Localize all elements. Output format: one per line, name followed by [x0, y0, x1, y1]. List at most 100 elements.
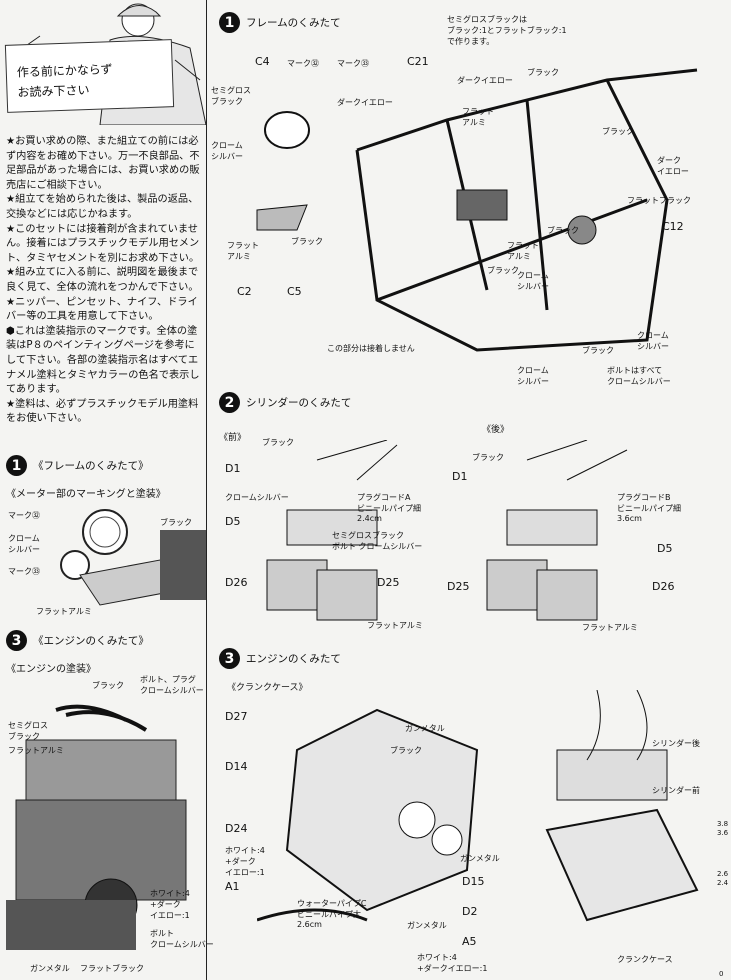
- label-semigloss: セミグロス ブラック: [211, 86, 251, 106]
- label-chrome-1: クローム シルバー: [211, 141, 243, 161]
- label-not-glued: この部分は接着しません: [327, 344, 415, 353]
- crank-black: ブラック: [390, 746, 422, 755]
- label-crankcase: クランクケース: [617, 955, 673, 964]
- note-2: ★組立てを始められた後は、製品の返品、交換などには応じかねます。: [6, 194, 199, 220]
- cyl-rear-d25: D25: [447, 580, 470, 593]
- part-c2: C2: [237, 285, 252, 298]
- step-title: エンジンのくみたて: [246, 653, 341, 665]
- label-mark32: マーク㉜: [287, 59, 319, 68]
- label-bolts-chrome: ボルトはすべて クロームシルバー: [607, 366, 671, 386]
- cyl-front-black: ブラック: [262, 438, 294, 447]
- left-section-1: 1 《フレームのくみたて》: [6, 455, 149, 476]
- label-chrome: クローム シルバー: [8, 534, 40, 554]
- label-black-4: ブラック: [582, 346, 614, 355]
- label-flat-alu-3: フラット アルミ: [507, 241, 539, 261]
- engine-label-flat-black: フラットブラック: [80, 964, 144, 973]
- label-black-2: ブラック: [291, 237, 323, 246]
- engine-label-white: ホワイト:4 +ダーク イエロー:1: [150, 889, 190, 920]
- cyl-front-flat-alu: フラットアルミ: [367, 621, 423, 630]
- meter-subtitle: 《メーター部のマーキングと塗装》: [6, 489, 166, 500]
- step1-header: 1 フレームのくみたて: [219, 12, 341, 33]
- label-cylinder-rear: シリンダー後: [652, 739, 700, 748]
- crank-white: ホワイト:4 +ダーク イエロー:1: [225, 846, 265, 877]
- part-c5: C5: [287, 285, 302, 298]
- label-dark-yellow-2: ダーク イエロー: [657, 156, 689, 176]
- note-6: ⬢これは塗装指示のマークです。全体の塗装はP８のペインティングページを参考にして…: [6, 325, 200, 396]
- read-first-sign: 作る前にかならず お読み下さい: [4, 39, 175, 113]
- cyl-front-d25: D25: [377, 576, 400, 589]
- cyl-front-d26: D26: [225, 576, 248, 589]
- scale-3-8: 3.8: [717, 820, 729, 828]
- cyl-front-d1: D1: [225, 462, 241, 475]
- label-black-5: ブラック: [547, 226, 579, 235]
- engine-photo: [6, 704, 187, 950]
- step-number: 1: [219, 12, 240, 33]
- cyl-rear-flat-alu: フラットアルミ: [582, 623, 638, 632]
- frame-diagram: [256, 68, 698, 352]
- label-dark-yellow: ダークイエロー: [337, 98, 393, 107]
- step-number: 2: [219, 392, 240, 413]
- scale-2-4: 2.4: [717, 879, 729, 887]
- part-c21: C21: [407, 55, 429, 68]
- cyl-rear-d1: D1: [452, 470, 468, 483]
- label-mark33: マーク㉝: [337, 59, 369, 68]
- left-section-3: 3 《エンジンのくみたて》: [6, 630, 149, 651]
- step-title: フレームのくみたて: [246, 17, 341, 29]
- left-column: 作る前にかならず お読み下さい ★お買い求めの際、また組立ての前には必ず内容をお…: [0, 0, 214, 980]
- part-c12: C12: [662, 220, 684, 233]
- front-label: 《前》: [219, 433, 247, 443]
- part-d15: D15: [462, 875, 485, 888]
- label-dark-yellow-top: ダークイエロー: [457, 76, 513, 85]
- note-7: ★塗料は、必ずプラスチックモデル用塗料をお使い下さい。: [6, 398, 199, 425]
- right-column: 1 フレームのくみたて セミグロスブラックは ブラック:1とフラットブラック:1…: [206, 0, 731, 980]
- label-chrome-4: クローム シルバー: [517, 366, 549, 386]
- step-title: シリンダーのくみたて: [246, 397, 352, 409]
- label-flat-alu: フラットアルミ: [36, 607, 92, 616]
- part-a5: A5: [462, 935, 477, 948]
- engine-label-gunmetal: ガンメタル: [30, 964, 70, 973]
- measurement-scale: 3.8 3.6 2.6 2.4 0: [717, 820, 731, 980]
- engine-label-semigloss: セミグロス ブラック: [8, 721, 48, 741]
- section-title: 《フレームのくみたて》: [33, 460, 149, 472]
- engine-label-flat-alu: フラットアルミ: [8, 746, 64, 755]
- crankcase-diagram: [257, 690, 699, 922]
- label-mark32: マーク㉜: [8, 511, 40, 520]
- step-number: 1: [6, 455, 27, 476]
- instruction-notes: ★お買い求めの際、また組立ての前には必ず内容をお確め下さい。万一不良部品、不足部…: [6, 135, 202, 427]
- part-d2: D2: [462, 905, 478, 918]
- meter-illustration: [60, 509, 206, 606]
- step-number: 3: [6, 630, 27, 651]
- engine-label-bolt: ボルト、プラグ クロームシルバー: [140, 675, 204, 695]
- engine-label-bolt2: ボルト クロームシルバー: [150, 929, 214, 949]
- label-black-1: ブラック: [527, 68, 559, 77]
- label-mark33: マーク㉝: [8, 567, 40, 576]
- plug-cord-b: プラグコードB ビニールパイプ細 3.6cm: [617, 493, 681, 523]
- cyl-rear-d26: D26: [652, 580, 675, 593]
- note-3: ★このセットには接着剤が含まれていません。接着にはプラスチックモデル用セメント、…: [6, 223, 200, 264]
- label-flat-alu-1: フラット アルミ: [462, 107, 494, 127]
- rear-label: 《後》: [482, 425, 510, 435]
- label-black: ブラック: [160, 518, 192, 527]
- part-d24: D24: [225, 822, 248, 835]
- cyl-front-semigloss: セミグロスブラック ボルト クロームシルバー: [332, 531, 423, 551]
- crank-gunmetal-1: ガンメタル: [405, 724, 445, 733]
- label-chrome-3: クローム シルバー: [637, 331, 669, 351]
- crank-gunmetal-2: ガンメタル: [460, 854, 500, 863]
- scale-3-6: 3.6: [717, 829, 729, 837]
- crank-gunmetal-3: ガンメタル: [407, 921, 447, 930]
- label-black-3: ブラック: [487, 266, 519, 275]
- section-title: 《エンジンのくみたて》: [33, 635, 149, 647]
- note-5: ★ニッパー、ピンセット、ナイフ、ドライバー等の工具を用意して下さい。: [6, 296, 198, 323]
- label-cylinder-front: シリンダー前: [652, 786, 700, 795]
- cyl-front-chrome: クロームシルバー: [225, 493, 289, 502]
- scale-0: 0: [719, 970, 724, 978]
- paint-mark-icon: ⬢: [6, 325, 15, 337]
- water-pipe-c: ウォーターパイプC ビニールパイプ太 2.6cm: [297, 899, 367, 929]
- cyl-front-d5: D5: [225, 515, 241, 528]
- engine-paint-subtitle: 《エンジンの塗装》: [6, 664, 96, 675]
- crank-white-2: ホワイト:4 +ダークイエロー:1: [417, 953, 488, 973]
- part-a1: A1: [225, 880, 240, 893]
- crankcase-subtitle: 《クランクケース》: [227, 683, 308, 693]
- label-black-6: ブラック: [602, 127, 634, 136]
- plug-cord-a: プラグコードA ビニールパイプ細 2.4cm: [357, 493, 421, 523]
